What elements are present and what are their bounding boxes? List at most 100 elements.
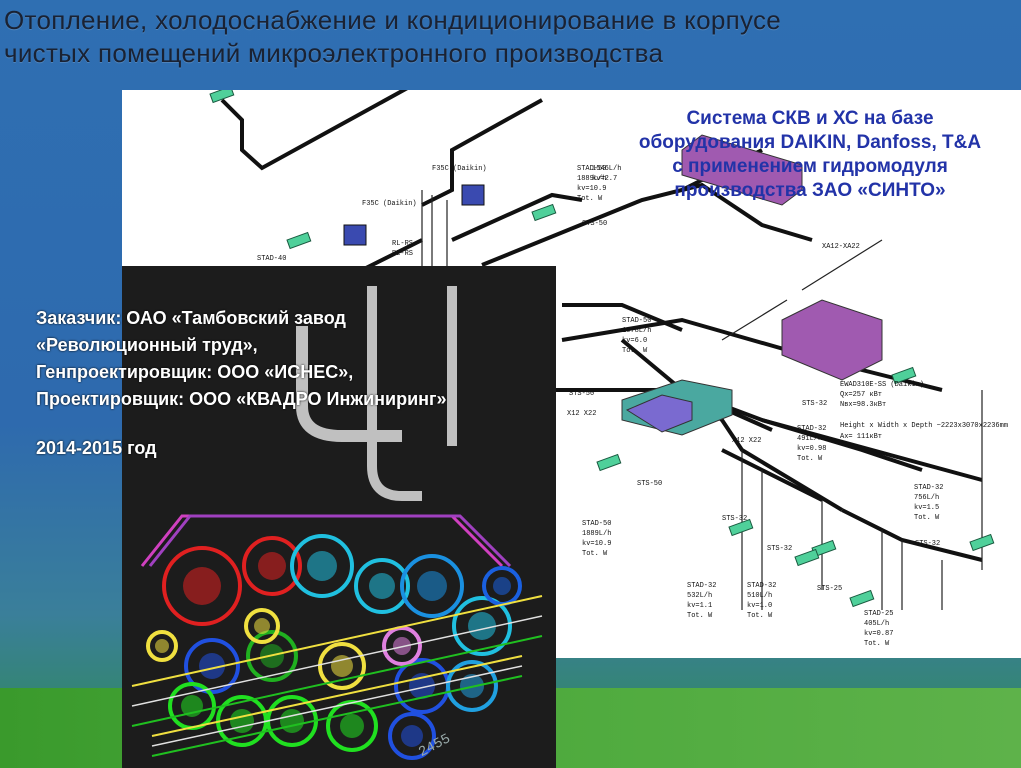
scheme-label: Nвх=98.3кВт	[840, 401, 886, 409]
terminal-unit	[531, 203, 557, 222]
render-component	[155, 639, 169, 653]
scheme-label: kv=0.98	[797, 445, 826, 453]
pipe-run	[421, 98, 543, 207]
render-component	[468, 612, 496, 640]
scheme-label: Tot. W	[864, 640, 890, 648]
pipe-run	[220, 90, 408, 171]
scheme-label: STS-32	[722, 515, 747, 523]
scheme-label: STS-25	[817, 585, 842, 593]
scheme-label: F35C (Daikin)	[362, 200, 417, 208]
pipe-run	[451, 192, 583, 242]
render-component	[446, 660, 498, 712]
render-component	[401, 725, 423, 747]
render-component	[493, 577, 511, 595]
customer-text-2: «Революционный труд»,	[36, 335, 258, 355]
scheme-label: Tot. W	[622, 347, 648, 355]
pipe-run	[761, 418, 923, 472]
ahu-unit	[681, 134, 803, 206]
terminal-unit	[286, 231, 312, 250]
render-component	[290, 534, 354, 598]
scheme-label: STAD-50	[622, 317, 651, 325]
scheme-label: STS-32	[802, 400, 827, 408]
render-component	[184, 638, 240, 694]
render-frame-line	[151, 655, 523, 737]
title-line-1: Отопление, холодоснабжение и кондиционир…	[4, 5, 782, 35]
vertical-pipe	[296, 326, 402, 442]
scheme-label: STAD-40	[257, 255, 286, 263]
scheme-label: X12 X22	[732, 437, 761, 445]
scheme-label: Ax= 111кВт	[840, 433, 882, 441]
scheme-label: STS-50	[582, 220, 607, 228]
vertical-pipe	[367, 286, 422, 501]
pipe-run	[561, 317, 943, 392]
render-frame-line	[131, 595, 543, 687]
render-component	[199, 653, 225, 679]
general-designer-text: Генпроектировщик: ООО «ИСНЕС»,	[36, 362, 354, 382]
designer-text: Проектировщик: ООО «КВАДРО Инжиниринг»	[36, 389, 447, 409]
pipe-run	[562, 303, 683, 332]
scheme-label: 491L/h	[797, 435, 822, 443]
project-years: 2014-2015 год	[36, 438, 157, 458]
terminal-unit	[728, 518, 754, 537]
terminal-unit	[891, 366, 917, 385]
pipe-branch	[721, 299, 788, 341]
render-component	[254, 618, 270, 634]
render-component	[417, 571, 447, 601]
scheme-label: kv=10.9	[582, 540, 611, 548]
render-frame-line	[151, 675, 523, 757]
scheme-label: kv=1.0	[747, 602, 772, 610]
terminal-unit	[596, 453, 622, 472]
scheme-label: Tot. W	[687, 612, 713, 620]
render-frame-line	[131, 635, 543, 727]
scheme-label: Tot. W	[582, 550, 608, 558]
scheme-label: STAD-32	[747, 582, 776, 590]
terminal-unit	[969, 533, 995, 552]
scheme-label: 1078L/h	[622, 327, 651, 335]
terminal-unit	[794, 548, 820, 567]
render-component	[162, 546, 242, 626]
scheme-label: Height x Width x Depth ~2223x3070x2236mm	[840, 422, 1008, 430]
scheme-label: STAD-25	[864, 610, 893, 618]
render-component	[369, 573, 395, 599]
fan-coil	[461, 184, 485, 206]
render-component	[146, 630, 178, 662]
scheme-label: STAD-50	[582, 520, 611, 528]
terminal-unit	[209, 90, 235, 104]
system-caption: Система СКВ и ХС на базе оборудования DA…	[600, 107, 1020, 203]
render-component	[258, 552, 286, 580]
scheme-label: STS-50	[569, 390, 594, 398]
render-component	[307, 551, 337, 581]
scheme-label: 405L/h	[864, 620, 889, 628]
system-caption-line: Система СКВ и ХС на базе	[686, 108, 934, 129]
render-component	[242, 536, 302, 596]
render-frame-line	[151, 665, 523, 747]
render-component	[230, 709, 254, 733]
scheme-label: kv=0.87	[864, 630, 893, 638]
scheme-label: 510L/h	[747, 592, 772, 600]
scheme-label: STS-32	[767, 545, 792, 553]
pipe-run	[841, 508, 983, 562]
render-component	[280, 709, 304, 733]
render-component	[246, 630, 298, 682]
scheme-label: EWAD310E-SS (Daikin)	[840, 381, 924, 389]
scheme-label: Tot. W	[914, 514, 940, 522]
system-caption-line: с применением гидромодуля	[672, 156, 948, 177]
pipe-run	[681, 182, 813, 242]
system-caption-line: производства ЗАО «СИНТО»	[674, 180, 946, 201]
project-info: Заказчик: ОАО «Тамбовский завод «Революц…	[36, 305, 576, 462]
scheme-label: STAD-32	[797, 425, 826, 433]
render-component	[400, 554, 464, 618]
scheme-label: kv=1.1	[687, 602, 712, 610]
scheme-label: 1546L/h	[592, 165, 621, 173]
scheme-label: STAD-32	[687, 582, 716, 590]
scheme-label: kv=10.9	[577, 185, 606, 193]
chiller-unit	[781, 299, 883, 381]
scheme-label: STAD-50	[577, 165, 606, 173]
scheme-label: X12 X22	[567, 410, 596, 418]
scheme-label: STAD-32	[914, 484, 943, 492]
render-component	[318, 642, 366, 690]
render-component	[382, 626, 422, 666]
render-component	[183, 567, 221, 605]
title-line-2: чистых помещений микроэлектронного произ…	[4, 38, 664, 68]
pipe-branch	[801, 239, 883, 291]
